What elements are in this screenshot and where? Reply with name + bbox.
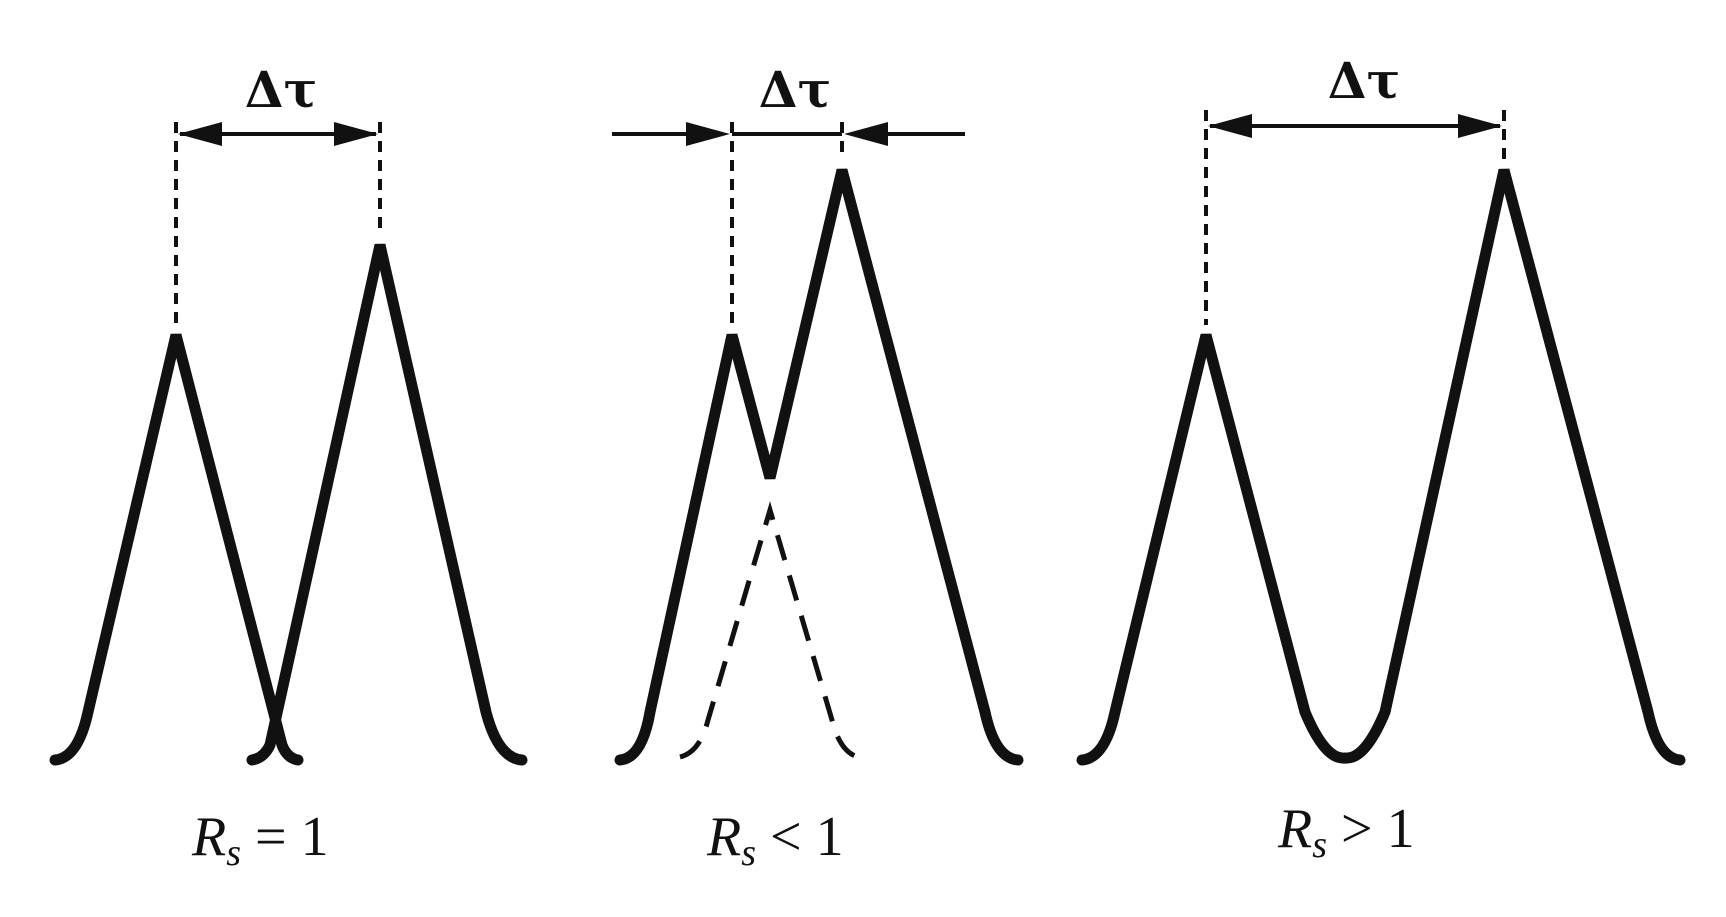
separated-peaks-curve: [1076, 168, 1686, 766]
panel-rs-greater-1: Δτ Rs > 1: [1076, 51, 1686, 866]
panel-rs-less-1: Δτ Rs < 1: [612, 60, 1024, 874]
delta-tau-label: Δτ: [245, 60, 317, 119]
peak2-curve: [246, 243, 528, 766]
peak1-curve: [49, 333, 304, 766]
arrowhead-left-icon: [1208, 114, 1252, 138]
arrowhead-right-icon: [1458, 114, 1502, 138]
delta-tau-label: Δτ: [1328, 51, 1400, 110]
panel-rs-equal-1: Δτ Rs = 1: [49, 60, 528, 874]
arrowhead-right-icon: [334, 122, 378, 146]
rs-less-1-label: Rs < 1: [706, 806, 844, 874]
arrowhead-left-icon: [178, 122, 222, 146]
hidden-peak-dashed-curve: [679, 501, 859, 760]
overlapped-peaks-curve: [614, 168, 1024, 766]
rs-greater-1-label: Rs > 1: [1277, 798, 1415, 866]
arrowhead-left-icon: [844, 122, 888, 146]
delta-tau-label: Δτ: [759, 60, 831, 119]
arrowhead-right-icon: [686, 122, 730, 146]
rs-equal-1-label: Rs = 1: [191, 806, 329, 874]
